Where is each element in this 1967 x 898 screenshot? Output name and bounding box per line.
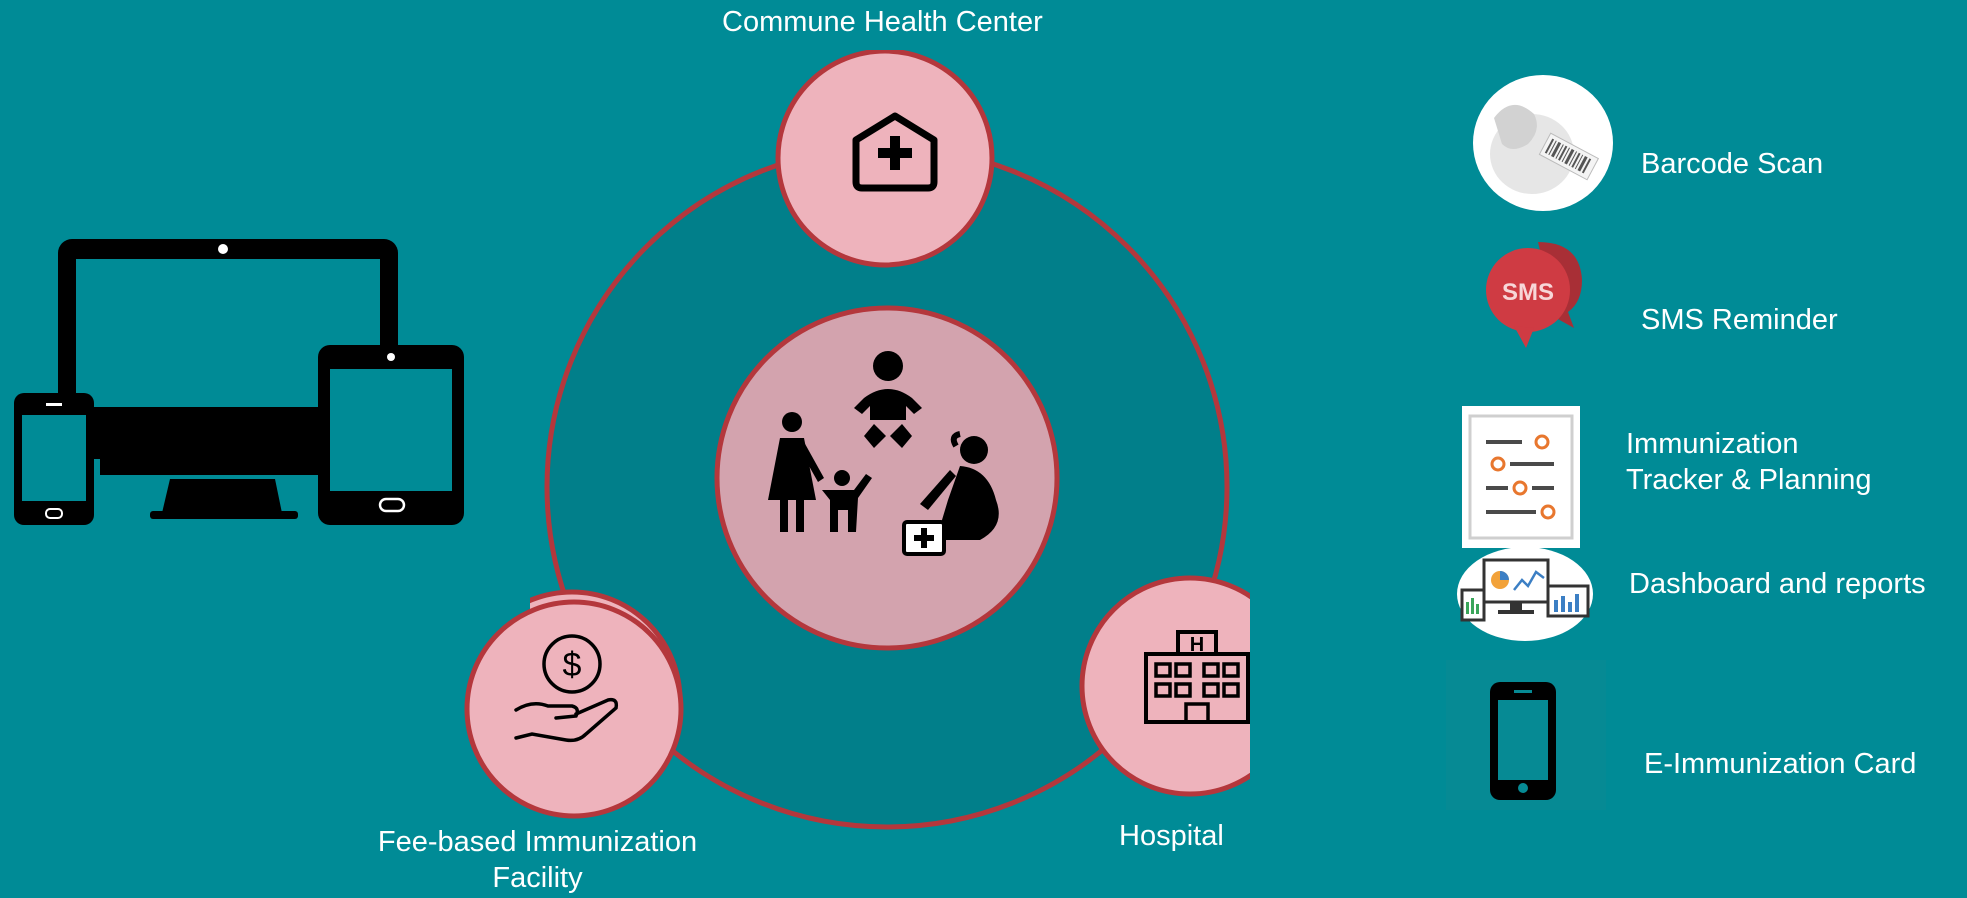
sms-bubble-icon: SMS [1484,240,1584,352]
svg-text:H: H [1190,634,1204,656]
node-bottom-left-label-line2: Facility [492,862,583,895]
mobile-phone-icon [1446,660,1606,810]
feature-tracker-label-line1: Immunization [1626,428,1799,460]
node-top-label: Commune Health Center [722,6,1043,38]
feature-dashboard-label: Dashboard and reports [1629,568,1926,600]
barcode-scan-icon [1472,74,1614,212]
health-center-icon [850,110,940,192]
family-mother-child-baby-pregnant-icon [760,350,1020,560]
tracker-list-icon [1462,406,1580,548]
service-diagram [530,50,1250,840]
hospital-building-icon: H [1142,628,1252,724]
svg-text:SMS: SMS [1502,279,1554,306]
svg-text:$: $ [563,646,582,684]
center-circle [714,305,1060,651]
node-bottom-left [463,598,685,820]
feature-e-immunization-card-label: E-Immunization Card [1644,748,1917,780]
feature-sms-reminder-label: SMS Reminder [1641,304,1838,336]
feature-tracker-label-line2: Tracker & Planning [1626,464,1872,497]
multi-device-icon [10,235,470,530]
node-bottom-left-label-line1: Fee-based Immunization [377,826,698,858]
node-bottom-right-label: Hospital [1119,820,1224,852]
feature-barcode-scan-label: Barcode Scan [1641,148,1824,180]
money-hand-icon: $ [512,634,632,750]
feature-tracker-label: Immunization Tracker & Planning [1626,426,1872,499]
dashboard-devices-icon [1456,546,1594,642]
node-bottom-left-label: Fee-based Immunization Facility [350,824,725,897]
